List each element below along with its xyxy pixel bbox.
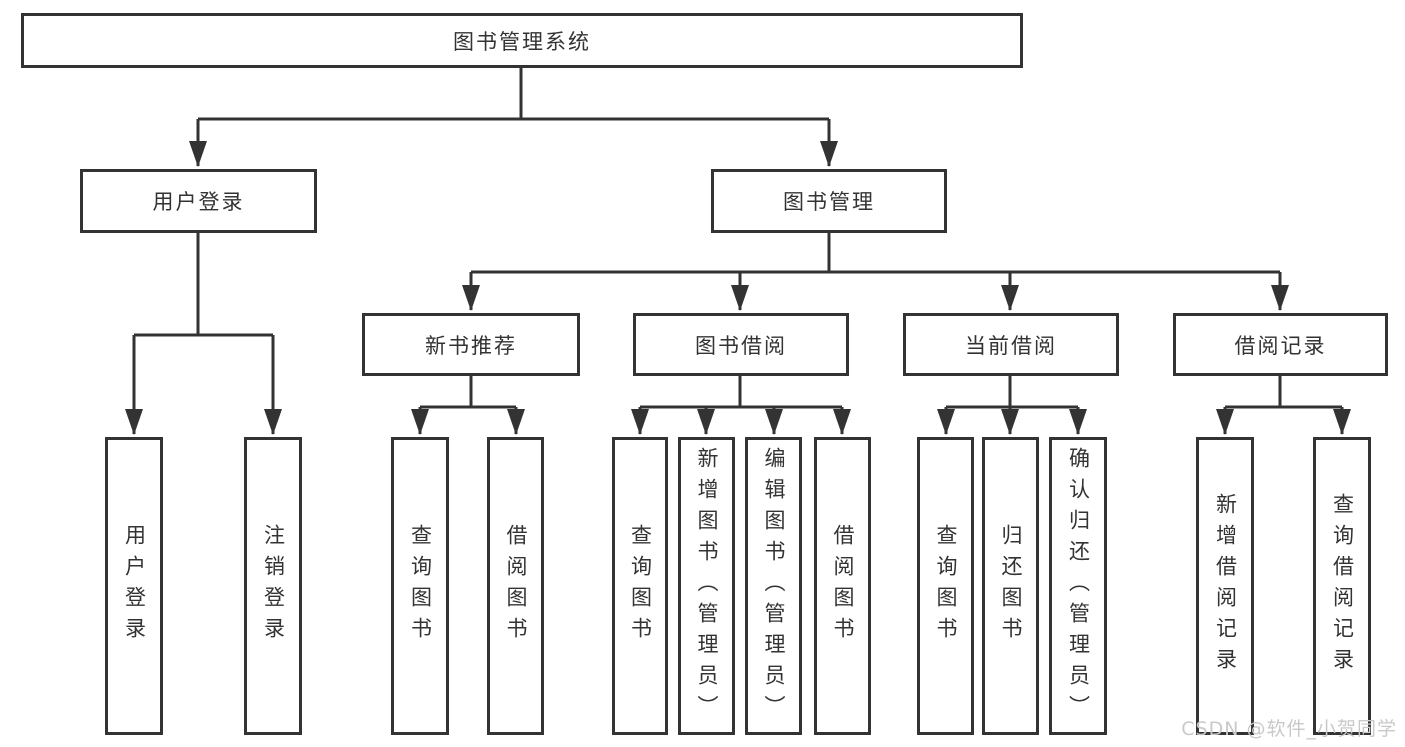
- node-user-login: 用户登录: [80, 169, 317, 233]
- node-current-borrow: 当前借阅: [903, 313, 1119, 376]
- leaf-borrow-books: 借阅图书: [814, 437, 871, 735]
- node-borrow-records: 借阅记录: [1173, 313, 1388, 376]
- leaf-add-borrow-record: 新增借阅记录: [1196, 437, 1254, 735]
- node-book-management: 图书管理: [711, 169, 947, 233]
- leaf-query-books-borrow: 查询图书: [612, 437, 668, 735]
- leaf-add-books-admin: 新增图书（管理员）: [678, 437, 735, 735]
- node-new-book-recommend: 新书推荐: [362, 313, 580, 376]
- leaf-edit-books-admin: 编辑图书（管理员）: [745, 437, 802, 735]
- leaf-return-books: 归还图书: [982, 437, 1039, 735]
- csdn-watermark: CSDN @软件_小贺同学: [1181, 718, 1397, 740]
- leaf-logout: 注销登录: [244, 437, 302, 735]
- leaf-query-books-current: 查询图书: [917, 437, 974, 735]
- leaf-user-login: 用户登录: [105, 437, 163, 735]
- leaf-confirm-return-admin: 确认归还（管理员）: [1049, 437, 1107, 735]
- node-book-borrow: 图书借阅: [633, 313, 849, 376]
- leaf-borrow-books-recommend: 借阅图书: [487, 437, 544, 735]
- leaf-query-borrow-record: 查询借阅记录: [1313, 437, 1371, 735]
- node-system-root: 图书管理系统: [21, 13, 1023, 68]
- leaf-query-books-recommend: 查询图书: [391, 437, 449, 735]
